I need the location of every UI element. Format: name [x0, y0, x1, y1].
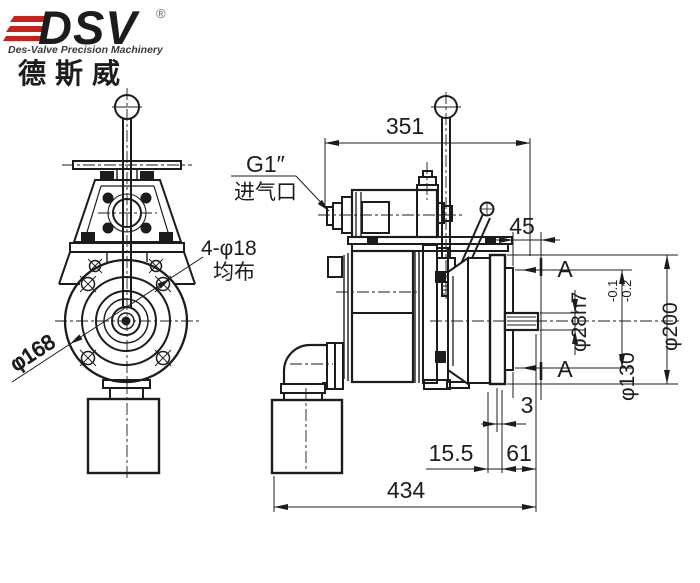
- front-muffler: [86, 379, 161, 475]
- yoke-plate: [69, 242, 185, 253]
- dim-shaft-diameter: φ28h7: [568, 292, 591, 352]
- section-marker-bottom: A: [557, 356, 573, 382]
- label-inlet-thread: G1″: [246, 151, 285, 177]
- exhaust-elbow: [270, 342, 344, 475]
- side-muffler: [270, 398, 344, 475]
- dim-hub-length: 45: [509, 213, 535, 239]
- label-bolt-holes: 4-φ18: [201, 237, 257, 260]
- dim-top-width: 351: [386, 113, 424, 139]
- actuator-body: [327, 249, 415, 384]
- side-view-centerlines: [290, 92, 682, 470]
- brand-chinese-name: 德斯威: [18, 58, 129, 89]
- label-inlet: 进气口: [234, 181, 297, 204]
- brand-tagline: Des-Valve Precision Machinery: [8, 44, 164, 56]
- dim-flange-diameter: φ200: [659, 302, 682, 351]
- registered-mark: ®: [156, 6, 166, 21]
- flange-disc: [63, 258, 189, 384]
- label-bolt-holes-note: 均布: [213, 261, 255, 284]
- brand-logo: DSV ® Des-Valve Precision Machinery 德斯威: [3, 1, 166, 89]
- section-marker-top: A: [557, 256, 573, 282]
- front-view: [55, 88, 200, 478]
- dim-spigot-tol-lower: -0.2: [619, 280, 634, 302]
- dim-spigot-tol-upper: -0.1: [605, 280, 620, 302]
- dim-total-width: 434: [387, 477, 426, 503]
- side-view-dimensions: 351 45 A A 3 15.5 61 434 φ28h7: [231, 113, 682, 512]
- dim-spigot-diameter: φ130: [616, 352, 639, 401]
- brand-text: DSV: [38, 1, 140, 54]
- dim-flange-offset: 61: [506, 440, 532, 466]
- dim-offset: 15.5: [429, 440, 474, 466]
- side-view: [270, 92, 682, 475]
- dim-gap: 3: [521, 392, 534, 418]
- handle-crossbar: [72, 160, 182, 170]
- speed-stripes-icon: [3, 16, 52, 41]
- bolt-holes: [79, 258, 172, 367]
